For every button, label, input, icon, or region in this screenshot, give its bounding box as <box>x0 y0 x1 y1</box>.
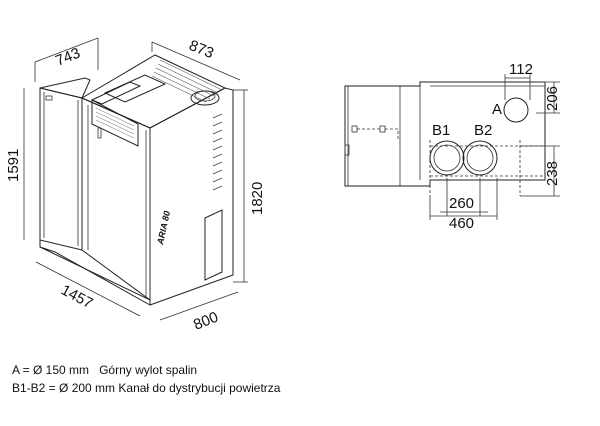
svg-text:800: 800 <box>191 309 221 334</box>
dim-743: 743 <box>34 37 99 82</box>
svg-text:873: 873 <box>187 37 217 62</box>
svg-text:1457: 1457 <box>58 282 95 313</box>
dim-1591: 1591 <box>5 88 25 240</box>
outlet-b1-circle <box>429 140 465 176</box>
legend-a-desc: Górny wylot spalin <box>99 363 198 377</box>
svg-text:206: 206 <box>544 86 561 111</box>
dim-238: 238 <box>520 145 561 197</box>
svg-text:743: 743 <box>53 45 83 70</box>
plan-view: A B1 B2 112 206 238 <box>344 61 561 232</box>
brand-label: ARIA 80 <box>155 210 172 246</box>
svg-text:1820: 1820 <box>249 182 266 215</box>
dim-206: 206 <box>536 81 561 114</box>
label-b2: B2 <box>474 122 492 139</box>
outlet-a-circle <box>503 97 529 123</box>
svg-text:238: 238 <box>544 161 561 186</box>
svg-text:112: 112 <box>509 61 533 78</box>
dim-260: 260 <box>440 178 488 216</box>
svg-text:260: 260 <box>449 195 474 212</box>
legend-line-a: A = Ø 150 mm Górny wylot spalin <box>12 363 197 377</box>
side-louvres <box>212 113 223 191</box>
dim-1820: 1820 <box>233 89 266 283</box>
legend-b-key: B1-B2 = Ø 200 mm <box>12 381 116 395</box>
svg-text:460: 460 <box>449 215 474 232</box>
svg-text:1591: 1591 <box>5 149 22 182</box>
dim-800: 800 <box>159 291 239 334</box>
stove-isometric: ARIA 80 743 873 1591 1820 145 <box>5 37 266 334</box>
label-a: A <box>492 101 502 118</box>
legend-b-desc: Kanał do dystrybucji powietrza <box>118 381 281 395</box>
legend-a-key: A = Ø 150 mm <box>12 363 90 377</box>
label-b1: B1 <box>432 122 450 139</box>
dim-112: 112 <box>504 61 533 100</box>
dim-873: 873 <box>151 37 241 81</box>
outlet-b2-circle <box>462 140 498 176</box>
legend-line-b: B1-B2 = Ø 200 mm Kanał do dystrybucji po… <box>12 381 280 395</box>
dim-460: 460 <box>429 178 498 232</box>
front-vent-slots <box>95 107 135 139</box>
